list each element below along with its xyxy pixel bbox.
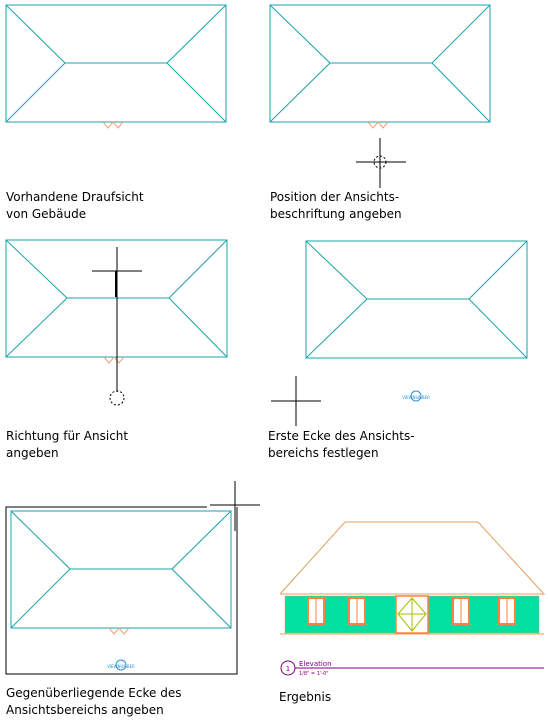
door-swing-marker: [367, 121, 389, 129]
elevation-window: [452, 597, 470, 625]
elevation-title-label: 1 Elevation 1/8" = 1'-0": [280, 660, 544, 677]
door-swing-marker: [108, 627, 130, 635]
roof-hip-line: [10, 510, 71, 570]
elevation-window: [307, 597, 325, 625]
roof-hip-line: [10, 568, 71, 629]
view-tag-label: VIEWNUMBER: [402, 395, 430, 400]
view-tag-marker: VIEWNUMBER: [107, 659, 135, 671]
view-tag-label: VIEWNUMBER: [107, 664, 135, 669]
roof-hip-line: [168, 239, 228, 299]
roof-hip-line: [269, 62, 331, 123]
roof-hip-line: [5, 239, 68, 299]
roof-hip-line: [5, 297, 68, 358]
panel-5-plan: VIEWNUMBER: [5, 481, 260, 675]
elevation-window: [498, 597, 516, 625]
caption-line: angeben: [6, 446, 59, 460]
caption-step-3: Richtung für Ansicht angeben: [6, 428, 128, 462]
elevation-roof: [279, 521, 546, 595]
roof-hip-line: [431, 4, 491, 64]
caption-line: bereichs festlegen: [268, 446, 379, 460]
panel-2-plan: [269, 4, 491, 188]
panel-6-elevation: 1 Elevation 1/8" = 1'-0": [279, 521, 546, 677]
roof-hip-line: [168, 297, 228, 358]
roof-hip-line: [431, 62, 491, 123]
elevation-title: Elevation: [299, 660, 332, 668]
building-outline: [5, 4, 227, 123]
roof-hip-line: [468, 298, 528, 359]
crosshair-cursor: [92, 247, 142, 297]
roof-hip-line: [5, 4, 66, 64]
caption-line: Vorhandene Draufsicht: [6, 190, 144, 204]
caption-step-5: Gegenüberliegende Ecke des Ansichtsberei…: [6, 685, 181, 719]
roof-hip-line: [166, 4, 227, 64]
building-outline: [10, 510, 232, 629]
panel-4-plan: VIEWNUMBER: [271, 240, 528, 426]
panel-1-plan: [5, 4, 227, 129]
caption-line: Ansichtsbereichs angeben: [6, 703, 164, 717]
roof-hip-line: [269, 4, 331, 64]
caption-line: Position der Ansichts-: [270, 190, 400, 204]
caption-line: Richtung für Ansicht: [6, 429, 129, 443]
crosshair-cursor: [210, 481, 260, 531]
caption-step-6: Ergebnis: [279, 689, 331, 706]
roof-hip-line: [305, 240, 368, 300]
roof-hip-line: [468, 240, 528, 300]
caption-line: Gegenüberliegende Ecke des: [6, 686, 182, 700]
door-swing-marker: [102, 121, 124, 129]
panel-3-plan: [5, 239, 228, 406]
caption-step-4: Erste Ecke des Ansichts- bereichs festle…: [268, 428, 415, 462]
roof-hip-line: [305, 298, 368, 359]
crosshair-cursor: [271, 376, 321, 426]
tag-preview-circle: [109, 390, 125, 406]
caption-line: Erste Ecke des Ansichts-: [268, 429, 415, 443]
crosshair-cursor: [356, 138, 406, 188]
elevation-number: 1: [286, 665, 290, 673]
roof-hip-line: [171, 510, 232, 570]
elevation-window: [348, 597, 366, 625]
caption-line: Ergebnis: [279, 690, 332, 704]
caption-line: von Gebäude: [6, 207, 87, 221]
elevation-door: [395, 595, 429, 634]
building-outline: [269, 4, 491, 123]
roof-hip-line: [171, 568, 232, 629]
caption-step-2: Position der Ansichts- beschriftung ange…: [270, 189, 402, 223]
view-tag-marker: VIEWNUMBER: [402, 390, 430, 402]
caption-line: beschriftung angeben: [270, 207, 402, 221]
roof-hip-line: [5, 62, 66, 123]
elevation-scale: 1/8" = 1'-0": [299, 671, 329, 677]
door-swing-marker: [103, 356, 125, 364]
building-outline: [305, 240, 528, 359]
roof-hip-line: [166, 62, 227, 123]
caption-step-1: Vorhandene Draufsicht von Gebäude: [6, 189, 144, 223]
view-extent-box: [5, 506, 238, 675]
